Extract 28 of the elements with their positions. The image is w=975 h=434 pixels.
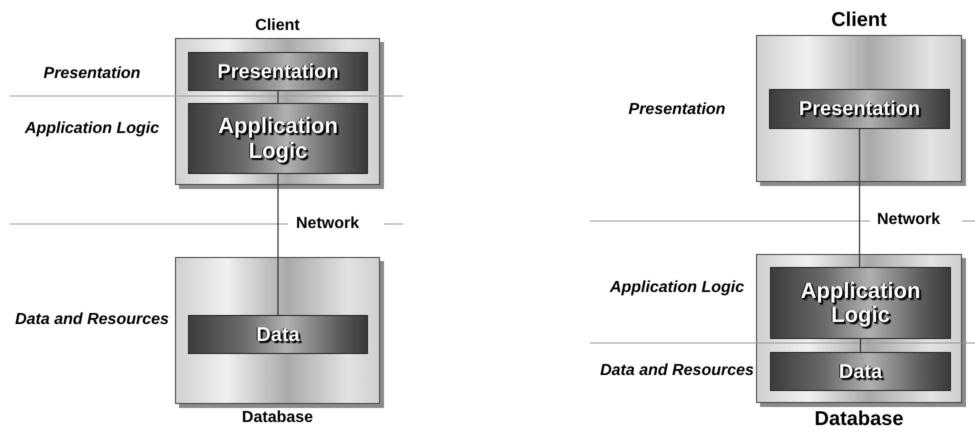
layer-label: Presentation <box>798 98 920 120</box>
layer-label: Presentation <box>217 60 339 82</box>
network-label: Network <box>877 211 940 229</box>
tier-heading: Database <box>814 408 904 431</box>
tier-heading: Client <box>830 9 888 32</box>
layer-label: Application Logic <box>800 278 922 328</box>
layer-box <box>770 267 951 339</box>
layer-box <box>770 352 951 391</box>
connector-line <box>277 91 279 103</box>
layer-box <box>188 52 368 91</box>
layer-label: Data <box>256 324 300 346</box>
connector-line <box>860 339 862 352</box>
layer-caption: Application Logic <box>24 119 160 139</box>
network-label: Network <box>296 215 360 233</box>
layer-caption: Presentation <box>42 64 142 84</box>
layer-caption: Presentation <box>628 100 726 120</box>
layer-caption: Application Logic <box>608 278 746 298</box>
layer-label: Application Logic <box>217 114 339 163</box>
layer-label: Data <box>838 360 882 382</box>
layer-box <box>188 103 368 174</box>
layer-box <box>769 89 950 129</box>
layer-caption: Data and Resources <box>14 310 170 330</box>
connector-line <box>858 129 860 267</box>
tier-heading: Database <box>240 409 314 427</box>
layer-box <box>188 315 368 354</box>
tier-heading: Client <box>254 17 301 35</box>
connector-line <box>277 174 279 315</box>
layer-caption: Data and Resources <box>599 361 755 381</box>
